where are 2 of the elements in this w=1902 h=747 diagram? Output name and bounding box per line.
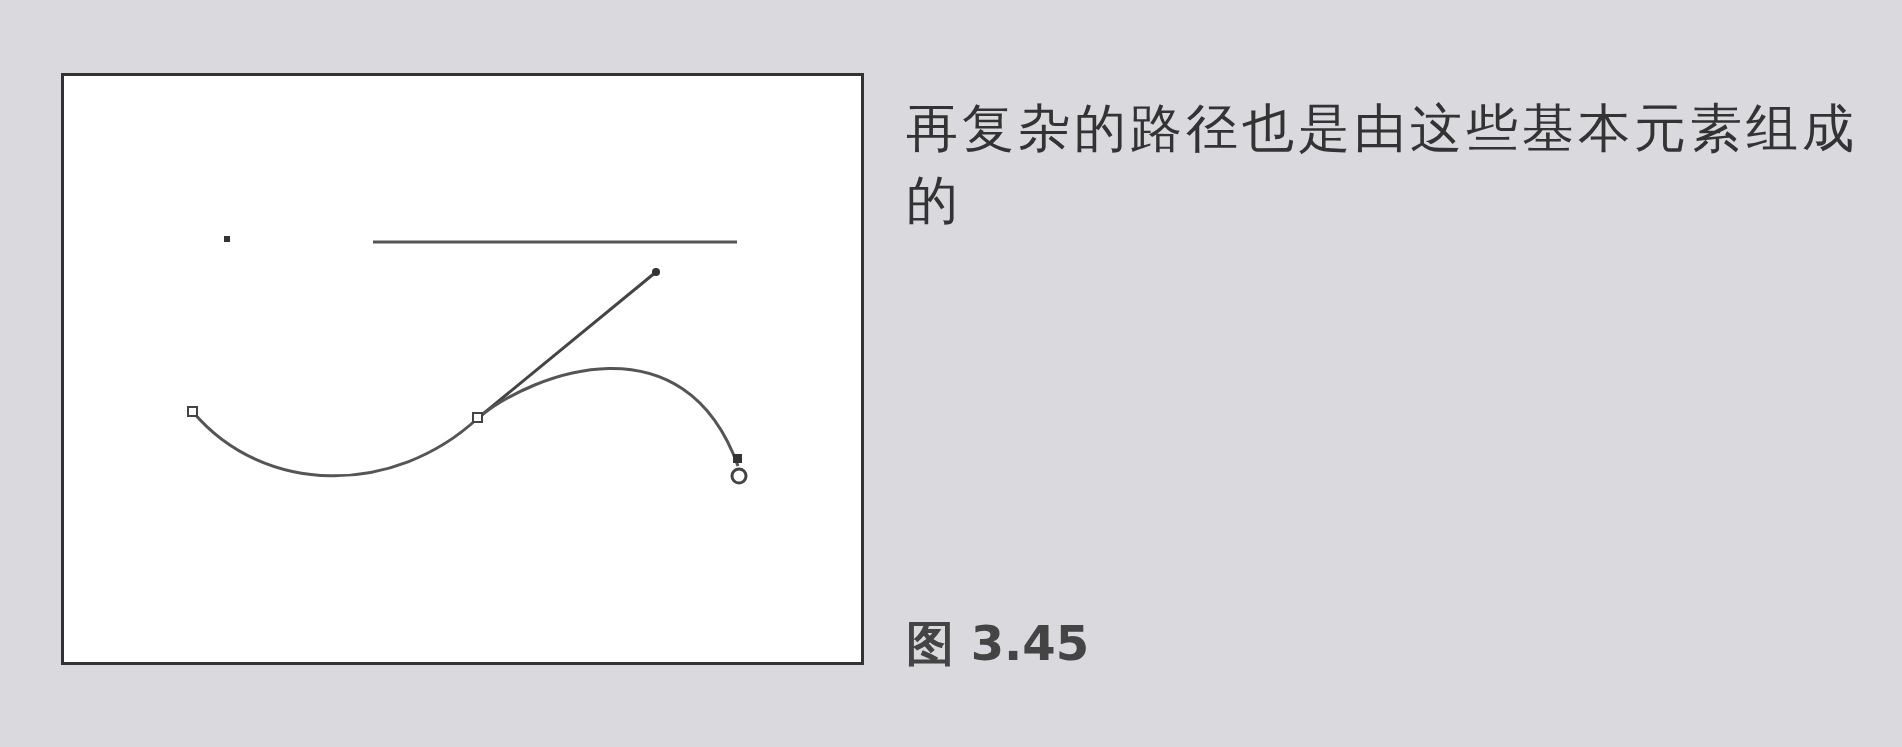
figure-caption: 图 3.45 (906, 615, 1090, 671)
description-text: 再复杂的路径也是由这些基本元素组成的 (906, 97, 1859, 232)
